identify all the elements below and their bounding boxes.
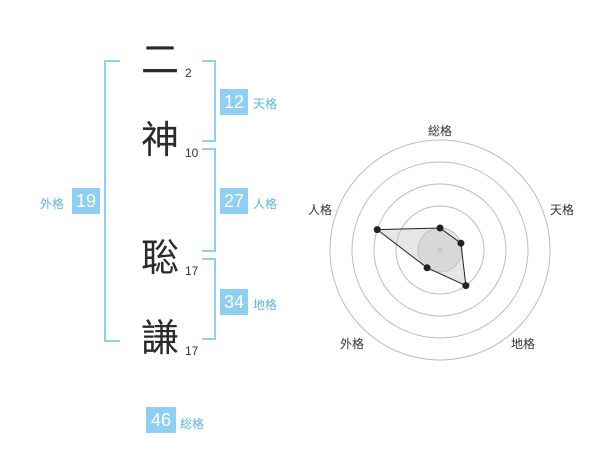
stroke-count-2: 10 [185,146,199,160]
radar-axis-label-jinkaku: 人格 [308,203,333,217]
gaikaku-bracket [104,60,120,342]
radar-axis-label-soukaku: 総格 [428,124,453,138]
chikaku-badge: 34 [220,289,248,315]
chikaku-bracket [202,258,216,340]
stroke-count-4: 17 [185,344,199,358]
radar-ring [395,205,485,295]
radar-axis-label-tenkaku: 天格 [550,203,575,217]
gaikaku-label: 外格 [40,197,65,211]
jinkaku-label: 人格 [253,197,278,211]
radar-ring [373,183,507,317]
tenkaku-label: 天格 [253,97,278,111]
tenkaku-bracket [202,60,216,142]
radar-axis-label-gaikaku: 外格 [340,337,365,351]
jinkaku-badge: 27 [220,188,248,214]
soukaku-badge: 46 [146,407,176,433]
tenkaku-badge: 12 [220,89,248,115]
name-char-4: 謙 [140,316,179,360]
gaikaku-badge: 19 [72,188,100,214]
radar-ring [351,161,529,339]
chikaku-label: 地格 [253,298,278,312]
name-char-1: 二 [140,38,179,82]
radar-point-4 [423,264,431,272]
radar-ring [329,139,551,361]
name-char-2: 神 [140,118,179,162]
radar-polygon [375,227,467,287]
radar-point-3 [462,282,470,290]
soukaku-label: 総格 [180,417,205,431]
radar-point-1 [436,224,444,232]
radar-center-dot [437,247,443,253]
stroke-count-1: 2 [185,66,192,80]
jinkaku-bracket [202,148,216,252]
name-char-3: 聡 [140,236,179,280]
stroke-count-3: 17 [185,264,199,278]
radar-point-5 [373,226,381,234]
radar-axis-label-chikaku: 地格 [511,337,536,351]
radar-point-2 [457,239,465,247]
